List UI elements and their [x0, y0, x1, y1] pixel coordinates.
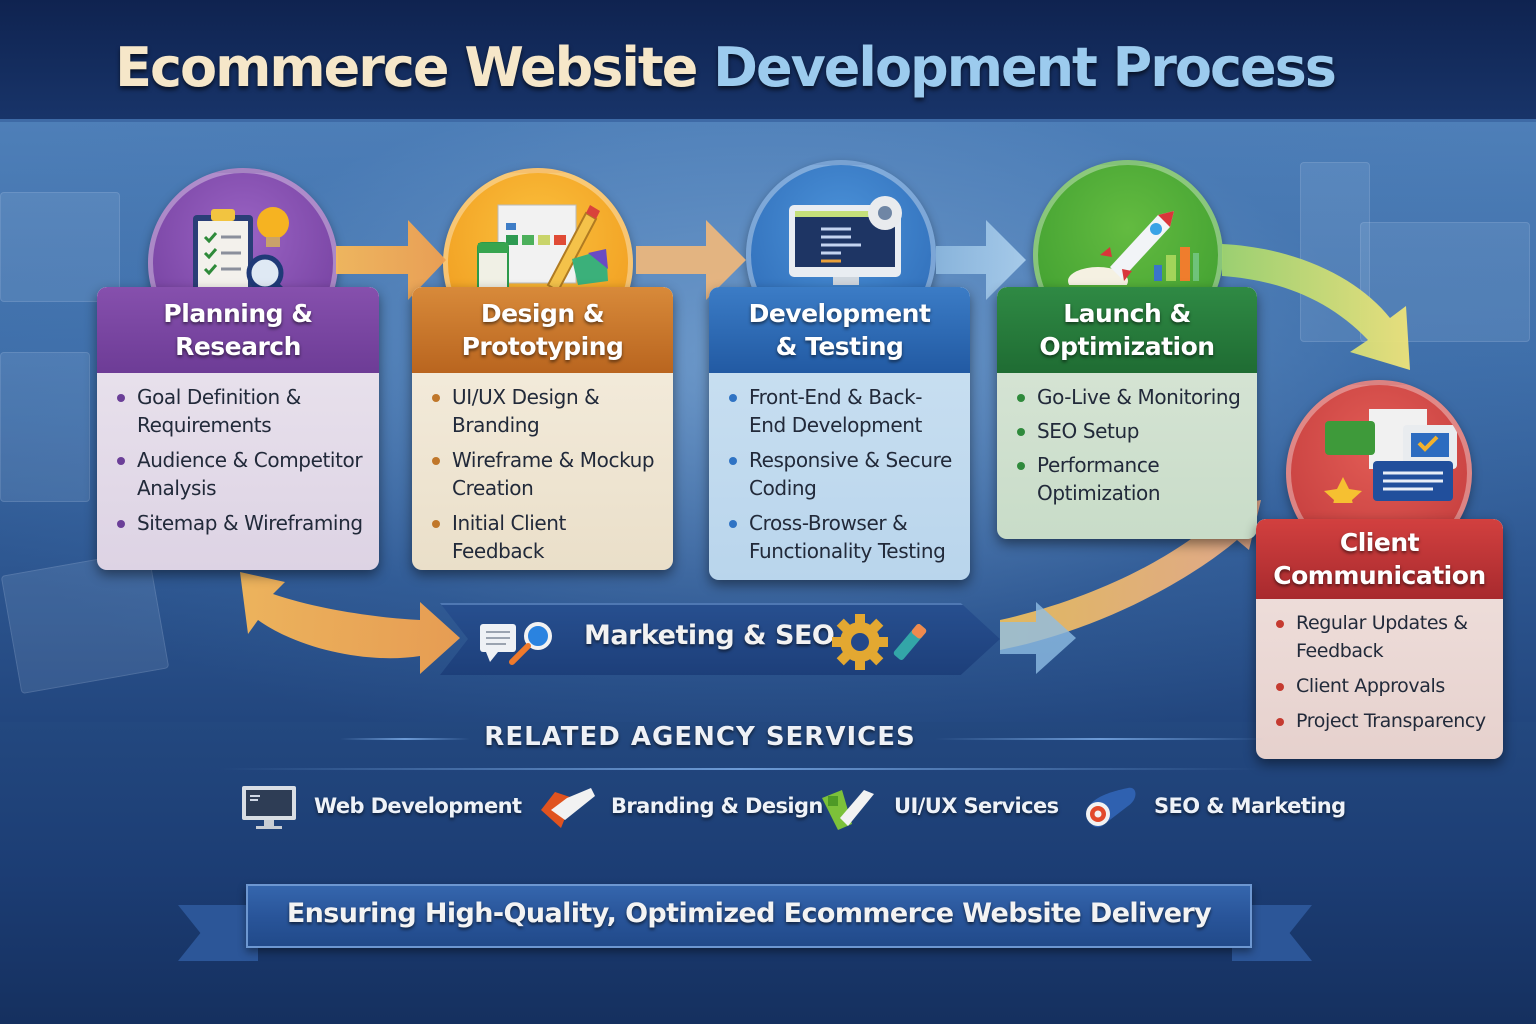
list-item: Goal Definition & Requirements	[115, 383, 365, 439]
stage-title-line2: Research	[175, 332, 301, 361]
list-item: Regular Updates & Feedback	[1274, 609, 1489, 665]
title-part-2: Development Process	[713, 36, 1337, 99]
bg-ghost-laptop	[0, 549, 170, 695]
stage-header-launch: Launch & Optimization	[997, 287, 1257, 373]
service-label: Web Development	[314, 794, 522, 818]
service-branding-design[interactable]: Branding & Design	[535, 780, 823, 832]
related-divider	[220, 768, 1260, 770]
list-item: Responsive & Secure Coding	[727, 446, 956, 502]
rocket-bar-chart-icon	[1068, 211, 1199, 285]
bg-ghost-chart	[1360, 222, 1530, 342]
list-item: Cross-Browser & Functionality Testing	[727, 509, 956, 565]
stage-body-development: Front-End & Back-End Development Respons…	[709, 373, 970, 580]
stage-card-planning: Planning & Research Goal Definition & Re…	[97, 287, 379, 570]
list-item: Wireframe & Mockup Creation	[430, 446, 659, 502]
service-label: SEO & Marketing	[1154, 794, 1346, 818]
pencil-icon	[893, 624, 927, 660]
service-label: Branding & Design	[611, 794, 823, 818]
list-item: Go-Live & Monitoring	[1015, 383, 1243, 411]
list-item: Audience & Competitor Analysis	[115, 446, 365, 502]
list-item: Project Transparency	[1274, 707, 1489, 735]
stage-title-line2: Prototyping	[461, 332, 624, 361]
stage-card-development: Development & Testing Front-End & Back-E…	[709, 287, 970, 580]
monitor-icon	[242, 786, 296, 829]
list-item: Performance Optimization	[1015, 451, 1243, 507]
stage-body-launch: Go-Live & Monitoring SEO Setup Performan…	[997, 373, 1257, 526]
chat-bubbles-checkmark-star-icon	[1324, 409, 1457, 503]
stage-title-line1: Launch &	[1063, 299, 1191, 328]
brand-check-icon	[541, 788, 595, 828]
stage-title-line2: Optimization	[1039, 332, 1215, 361]
service-seo-marketing[interactable]: SEO & Marketing	[1078, 780, 1346, 832]
related-services-title: RELATED AGENCY SERVICES	[484, 722, 916, 752]
stage-header-planning: Planning & Research	[97, 287, 379, 373]
list-item: Front-End & Back-End Development	[727, 383, 956, 439]
list-item: UI/UX Design & Branding	[430, 383, 659, 439]
stage-title-line1: Design &	[480, 299, 605, 328]
stage-title-line2: & Testing	[775, 332, 904, 361]
stage-card-design: Design & Prototyping UI/UX Design & Bran…	[412, 287, 673, 570]
bg-ghost-panel-2	[1300, 162, 1370, 342]
mockup-pencil-palette-icon	[477, 204, 608, 293]
lower-band	[0, 722, 1536, 1024]
monitor-code-gear-icon	[789, 196, 902, 285]
bg-ghost-panel-3	[0, 352, 90, 502]
stage-title-line2: Communication	[1273, 561, 1486, 590]
stage-header-design: Design & Prototyping	[412, 287, 673, 373]
stage-title-line1: Client	[1339, 528, 1420, 557]
marketing-seo-label: Marketing & SEO	[584, 620, 835, 651]
stage-card-launch: Launch & Optimization Go-Live & Monitori…	[997, 287, 1257, 539]
stage-card-client: Client Communication Regular Updates & F…	[1256, 519, 1503, 759]
list-item: Initial Client Feedback	[430, 509, 659, 565]
uiux-check-icon	[822, 790, 874, 830]
list-item: SEO Setup	[1015, 417, 1243, 445]
target-icon	[1086, 787, 1136, 828]
footer-ribbon-text: Ensuring High-Quality, Optimized Ecommer…	[286, 898, 1212, 929]
service-label: UI/UX Services	[894, 794, 1059, 818]
related-title-divider-right	[935, 738, 1265, 740]
stage-body-planning: Goal Definition & Requirements Audience …	[97, 373, 379, 556]
related-title-divider-left	[340, 738, 470, 740]
stage-header-client: Client Communication	[1256, 519, 1503, 599]
gear-icon	[832, 614, 927, 670]
title-part-1: Ecommerce Website	[115, 36, 698, 99]
list-item: Client Approvals	[1274, 672, 1489, 700]
stage-title-line1: Development	[748, 299, 931, 328]
clipboard-checklist-magnifier-lightbulb-icon	[193, 207, 289, 293]
footer-ribbon	[246, 884, 1252, 948]
stage-body-client: Regular Updates & Feedback Client Approv…	[1256, 599, 1503, 754]
stage-header-development: Development & Testing	[709, 287, 970, 373]
service-uiux[interactable]: UI/UX Services	[818, 780, 1059, 832]
stage-title-line1: Planning &	[163, 299, 313, 328]
document-magnifier-icon	[480, 622, 552, 665]
page-title: Ecommerce Website Development Process	[0, 36, 1450, 99]
header-band	[0, 0, 1536, 122]
service-web-development[interactable]: Web Development	[238, 780, 522, 832]
list-item: Sitemap & Wireframing	[115, 509, 365, 537]
stage-body-design: UI/UX Design & Branding Wireframe & Mock…	[412, 373, 673, 570]
bg-ghost-panel	[0, 192, 120, 302]
